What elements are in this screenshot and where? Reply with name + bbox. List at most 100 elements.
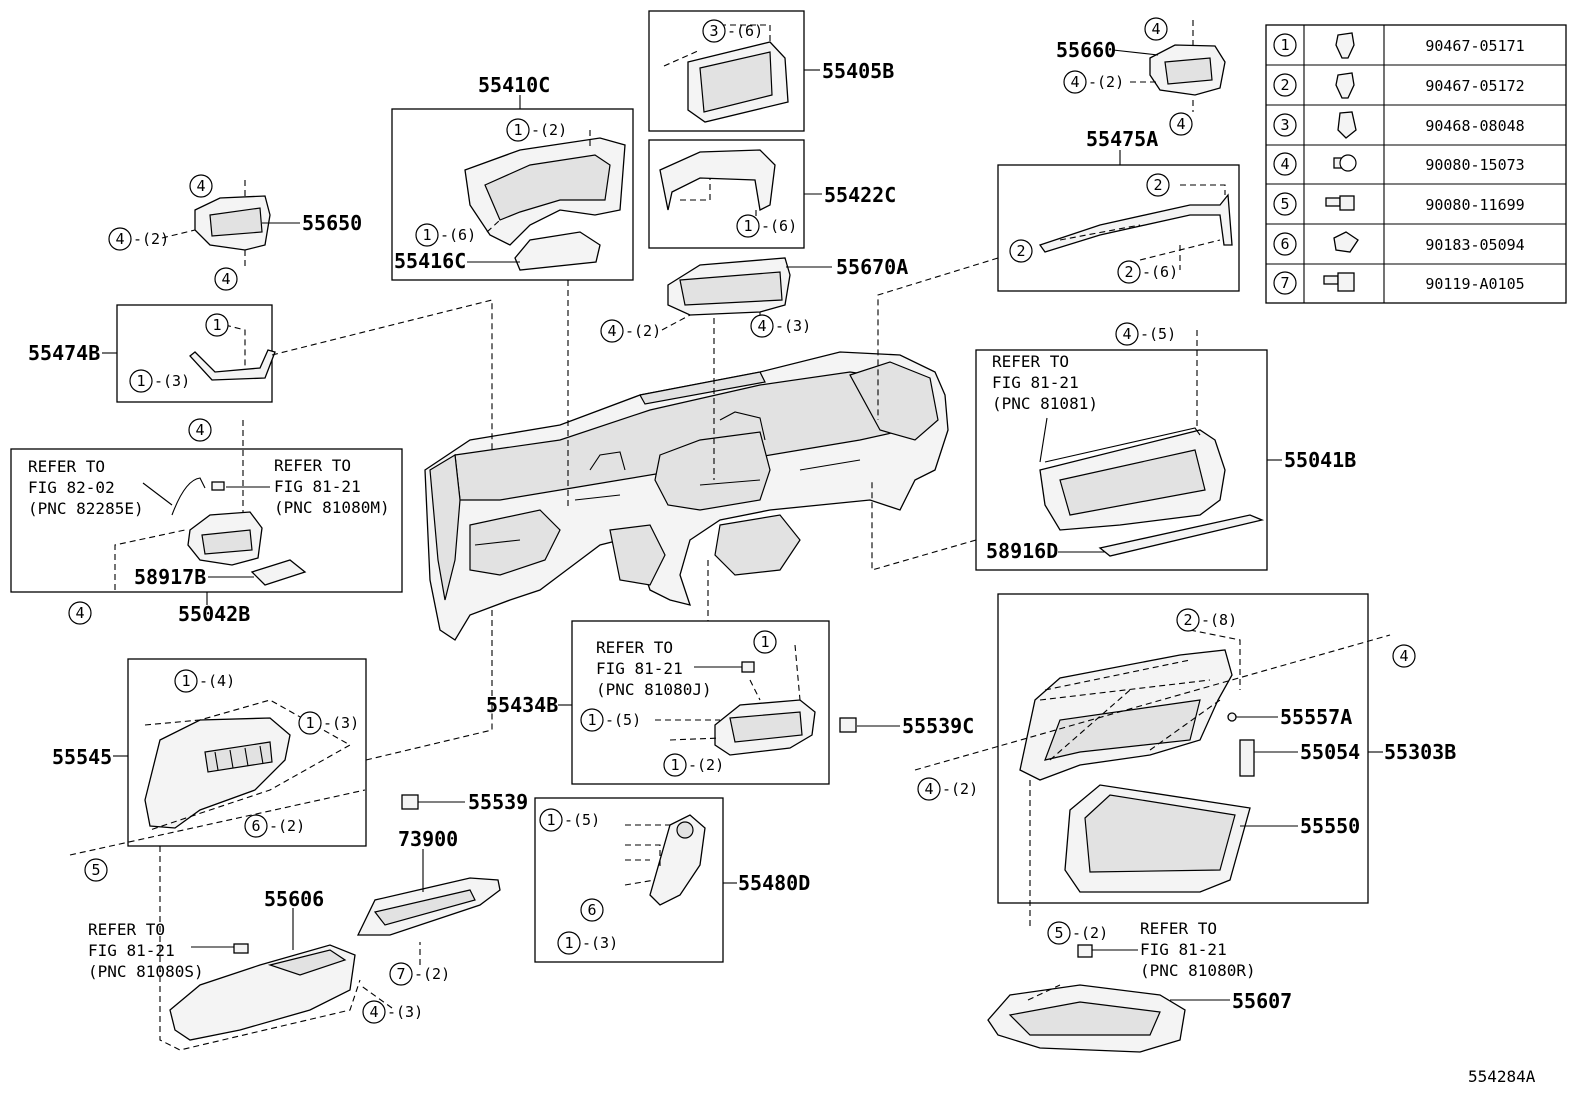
svg-text:-(6): -(6) xyxy=(727,22,763,40)
refer-note-81080R: REFER TO FIG 81-21 (PNC 81080R) xyxy=(1140,919,1256,980)
svg-text:4: 4 xyxy=(1122,325,1131,343)
callout: 1 -(3) xyxy=(129,369,190,393)
cover-58917B xyxy=(250,559,307,586)
label-55434B: 55434B xyxy=(486,693,558,717)
refer-notes: REFER TO FIG 82-02 (PNC 82285E) REFER TO… xyxy=(28,352,1256,981)
svg-text:1: 1 xyxy=(212,316,221,334)
callout: 4 xyxy=(1144,17,1168,41)
callout: 1 -(4) xyxy=(174,669,235,693)
box-55480D xyxy=(534,797,724,963)
callout: 3 -(6) xyxy=(702,19,763,43)
strip-55475A xyxy=(1038,193,1233,253)
callout: 4 xyxy=(188,418,212,442)
svg-text:-(3): -(3) xyxy=(582,934,618,952)
callout: 4-(3) xyxy=(362,1000,423,1024)
refer-note-82285E: REFER TO FIG 82-02 (PNC 82285E) xyxy=(28,457,144,518)
refer-note-81080J: REFER TO FIG 81-21 (PNC 81080J) xyxy=(596,638,712,699)
svg-text:-(5): -(5) xyxy=(564,811,600,829)
svg-text:-(5): -(5) xyxy=(1140,325,1176,343)
svg-text:1: 1 xyxy=(305,714,314,732)
box-55434B xyxy=(571,620,830,785)
box-55405B xyxy=(648,10,805,132)
svg-text:-(2): -(2) xyxy=(688,756,724,774)
garnish-55480D xyxy=(649,814,706,906)
fastener-row: 1 90467-05171 xyxy=(1273,32,1525,59)
instrument-panel-assembly xyxy=(424,351,949,641)
svg-text:5: 5 xyxy=(91,861,100,879)
svg-text:1: 1 xyxy=(546,811,555,829)
svg-text:4: 4 xyxy=(757,317,766,335)
callout: 4 -(5) xyxy=(1115,322,1176,346)
label-55670A: 55670A xyxy=(836,255,908,279)
part-sketches xyxy=(144,41,1265,1053)
label-55041B: 55041B xyxy=(1284,448,1356,472)
svg-text:6: 6 xyxy=(251,817,260,835)
svg-text:-(4): -(4) xyxy=(199,672,235,690)
svg-text:4: 4 xyxy=(369,1003,378,1021)
svg-text:5: 5 xyxy=(1280,195,1289,213)
callout: 1 xyxy=(753,630,777,654)
svg-text:4: 4 xyxy=(1399,647,1408,665)
label-55410C: 55410C xyxy=(478,73,550,97)
svg-text:-(2): -(2) xyxy=(1072,924,1108,942)
svg-text:2: 2 xyxy=(1153,176,1162,194)
svg-text:7: 7 xyxy=(396,965,405,983)
svg-text:3: 3 xyxy=(709,22,718,40)
clip-icon xyxy=(1335,32,1355,59)
svg-text:1: 1 xyxy=(670,756,679,774)
callout: 5 -(2) xyxy=(1047,921,1108,945)
label-58917B: 58917B xyxy=(134,565,206,589)
callout: 1-(6) xyxy=(415,223,476,247)
clip-55557A xyxy=(1227,712,1237,722)
label-58916D: 58916D xyxy=(986,539,1058,563)
svg-text:1: 1 xyxy=(136,372,145,390)
label-55054: 55054 xyxy=(1300,740,1360,764)
svg-text:-(3): -(3) xyxy=(323,714,359,732)
callout: 4 xyxy=(214,267,238,291)
callout: 1 -(5) xyxy=(539,808,600,832)
switch-55539 xyxy=(401,794,419,810)
svg-text:90467-05171: 90467-05171 xyxy=(1425,37,1524,55)
svg-text:4: 4 xyxy=(75,604,84,622)
svg-text:7: 7 xyxy=(1280,274,1289,292)
svg-text:1: 1 xyxy=(760,633,769,651)
svg-text:-(6): -(6) xyxy=(1142,263,1178,281)
clip-icon xyxy=(1335,72,1355,99)
strip-55474B xyxy=(189,349,276,381)
solid-leaders xyxy=(102,49,1383,1001)
callout: 6 xyxy=(580,898,604,922)
dashed-leaders xyxy=(69,20,1391,1051)
fastener-row: 6 90183-05094 xyxy=(1273,231,1525,256)
svg-text:4: 4 xyxy=(1151,20,1160,38)
svg-text:2: 2 xyxy=(1016,242,1025,260)
svg-text:3: 3 xyxy=(1280,116,1289,134)
svg-text:4: 4 xyxy=(115,230,124,248)
callout: 4 xyxy=(1169,112,1193,136)
svg-text:-(6): -(6) xyxy=(440,226,476,244)
callout: 1-(5) xyxy=(580,708,641,732)
svg-text:-(2): -(2) xyxy=(1088,73,1124,91)
part-number-labels: 55405B 55410C 55416C 55422C 55650 55660 … xyxy=(28,38,1536,1086)
svg-text:1: 1 xyxy=(181,672,190,690)
svg-text:4: 4 xyxy=(196,177,205,195)
diagram-id: 554284A xyxy=(1468,1067,1536,1086)
damper-55054 xyxy=(1239,739,1255,777)
callout: 6 -(2) xyxy=(244,814,305,838)
label-73900: 73900 xyxy=(398,827,458,851)
callout: 5 xyxy=(84,858,108,882)
svg-text:90467-05172: 90467-05172 xyxy=(1425,77,1524,95)
fastener-row: 2 90467-05172 xyxy=(1273,72,1525,99)
svg-text:4: 4 xyxy=(607,322,616,340)
svg-text:-(2): -(2) xyxy=(269,817,305,835)
svg-text:-(6): -(6) xyxy=(761,217,797,235)
label-55557A: 55557A xyxy=(1280,705,1352,729)
svg-text:-(5): -(5) xyxy=(605,711,641,729)
svg-text:2: 2 xyxy=(1124,263,1133,281)
callout: 4 xyxy=(68,601,92,625)
svg-text:-(3): -(3) xyxy=(154,372,190,390)
callout: 4 xyxy=(1392,644,1416,668)
svg-text:5: 5 xyxy=(1054,924,1063,942)
box-55303B xyxy=(997,593,1369,904)
refer-note-81081: REFER TO FIG 81-21 (PNC 81081) xyxy=(992,352,1098,413)
